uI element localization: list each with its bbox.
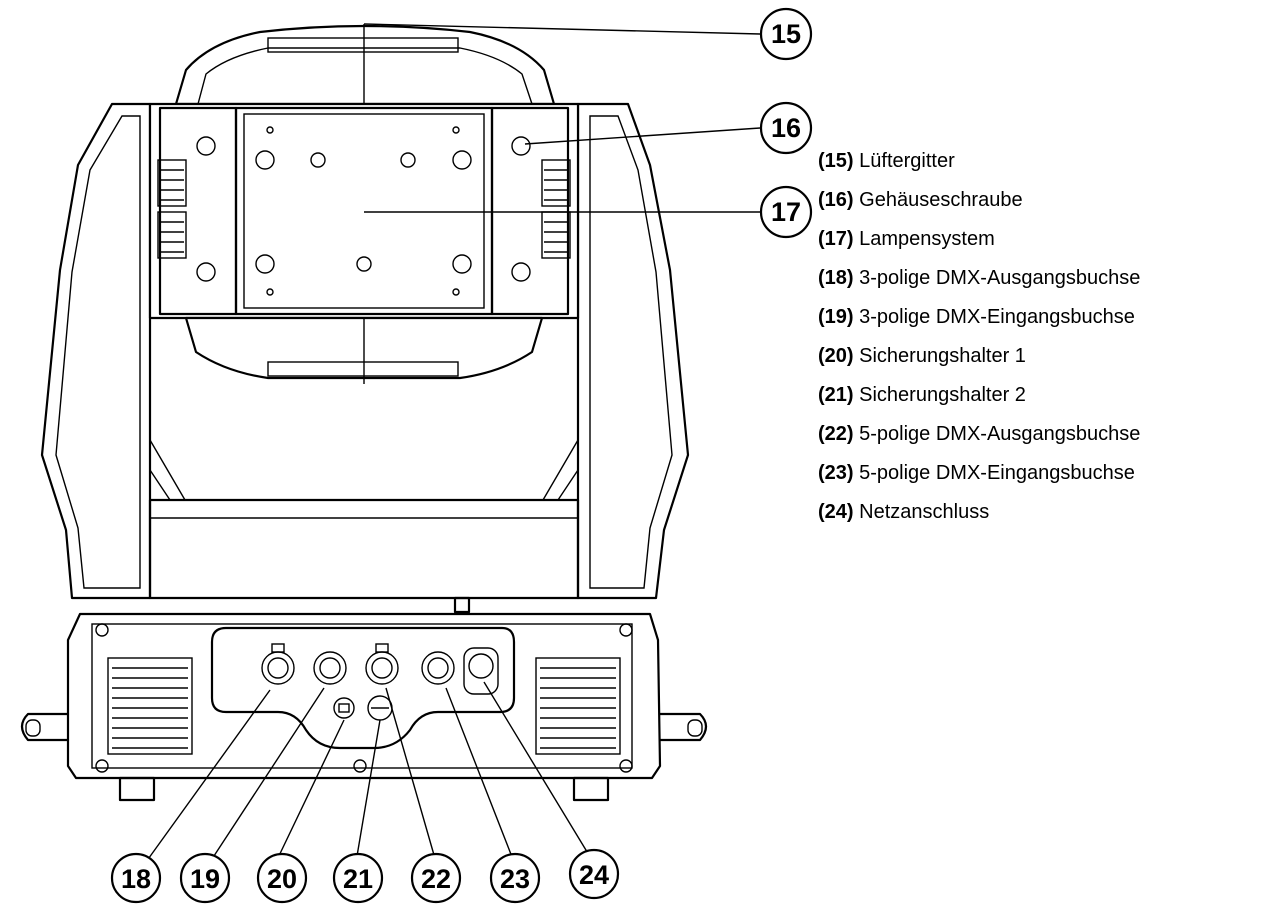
callout-22: 22 <box>410 852 462 904</box>
legend-number: (23) <box>818 462 854 484</box>
legend-label: Gehäuseschraube <box>859 189 1023 211</box>
callout-15-text: 15 <box>771 19 801 49</box>
legend-item: (17) Lampensystem <box>818 224 1140 263</box>
legend-label: Lampensystem <box>859 228 995 250</box>
legend-item: (21) Sicherungshalter 2 <box>818 380 1140 419</box>
legend-item: (18) 3-polige DMX-Ausgangsbuchse <box>818 263 1140 302</box>
legend-label: Netzanschluss <box>859 501 990 523</box>
callout-16-text: 16 <box>771 113 801 143</box>
callout-22-text: 22 <box>421 864 451 894</box>
legend-number: (16) <box>818 189 854 211</box>
callout-19-text: 19 <box>190 864 220 894</box>
legend-item: (23) 5-polige DMX-Eingangsbuchse <box>818 458 1140 497</box>
callout-17-text: 17 <box>771 197 801 227</box>
legend-item: (22) 5-polige DMX-Ausgangsbuchse <box>818 419 1140 458</box>
callout-24: 24 <box>568 848 620 900</box>
callout-19: 19 <box>179 852 231 904</box>
legend-label: 5-polige DMX-Eingangsbuchse <box>859 462 1135 484</box>
callout-20-text: 20 <box>267 864 297 894</box>
callout-18-text: 18 <box>121 864 151 894</box>
legend-number: (22) <box>818 423 854 445</box>
callout-23: 23 <box>489 852 541 904</box>
legend-item: (24) Netzanschluss <box>818 497 1140 536</box>
callout-21: 21 <box>332 852 384 904</box>
legend-label: Sicherungshalter 2 <box>859 384 1026 406</box>
callout-17: 17 <box>759 185 813 239</box>
yoke <box>40 102 690 600</box>
callout-20: 20 <box>256 852 308 904</box>
legend-number: (24) <box>818 501 854 523</box>
legend-item: (19) 3-polige DMX-Eingangsbuchse <box>818 302 1140 341</box>
legend-label: Lüftergitter <box>859 150 955 172</box>
base-unit <box>20 612 708 802</box>
legend-item: (16) Gehäuseschraube <box>818 185 1140 224</box>
callout-24-text: 24 <box>579 860 609 890</box>
callout-21-text: 21 <box>343 864 373 894</box>
legend: (15) Lüftergitter (16) Gehäuseschraube (… <box>818 146 1140 536</box>
callout-23-text: 23 <box>500 864 530 894</box>
legend-item: (15) Lüftergitter <box>818 146 1140 185</box>
yoke-base <box>148 498 580 614</box>
legend-number: (19) <box>818 306 854 328</box>
legend-number: (17) <box>818 228 854 250</box>
legend-label: 5-polige DMX-Ausgangsbuchse <box>859 423 1141 445</box>
legend-item: (20) Sicherungshalter 1 <box>818 341 1140 380</box>
callout-16: 16 <box>759 101 813 155</box>
legend-label: 3-polige DMX-Eingangsbuchse <box>859 306 1135 328</box>
legend-label: Sicherungshalter 1 <box>859 345 1026 367</box>
moving-head <box>148 24 580 384</box>
callout-15: 15 <box>759 7 813 61</box>
legend-number: (21) <box>818 384 854 406</box>
legend-number: (20) <box>818 345 854 367</box>
legend-number: (15) <box>818 150 854 172</box>
leader-lines <box>145 23 761 863</box>
legend-label: 3-polige DMX-Ausgangsbuchse <box>859 267 1141 289</box>
callout-18: 18 <box>110 852 162 904</box>
legend-number: (18) <box>818 267 854 289</box>
